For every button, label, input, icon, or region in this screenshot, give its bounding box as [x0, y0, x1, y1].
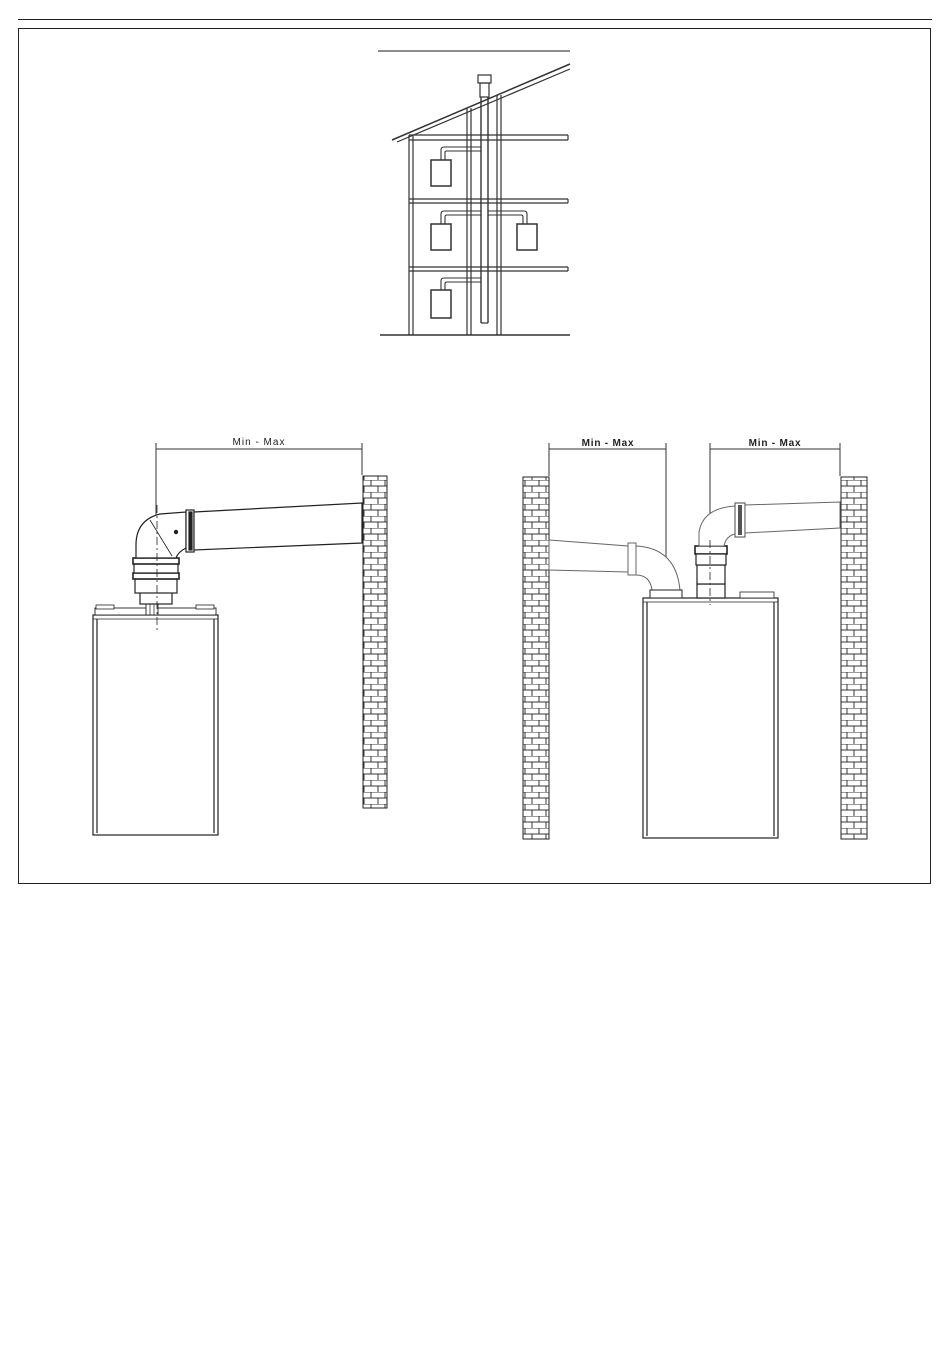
- right-dimension-label-a: Min - Max: [582, 438, 635, 449]
- right-boiler: [643, 592, 778, 838]
- right-dimension-label-b: Min - Max: [749, 438, 802, 449]
- boiler-ground: [431, 290, 451, 318]
- chimney-terminal: [480, 83, 489, 97]
- right-installation: Min - Max Min - Max: [523, 438, 867, 839]
- chimney-cap: [478, 75, 491, 83]
- building-boilers: [431, 160, 537, 318]
- right-brick-wall-left: [523, 477, 549, 839]
- boiler-top-floor: [431, 160, 451, 186]
- right-brick-wall-right: [841, 477, 867, 839]
- left-brick-wall: [363, 476, 387, 808]
- right-left-flue: [549, 540, 682, 598]
- left-boiler: [93, 603, 218, 835]
- boiler-mid-left: [431, 224, 451, 250]
- left-installation: Min - Max: [93, 437, 387, 835]
- right-right-flue: [695, 502, 840, 598]
- left-horizontal-flue: [186, 503, 362, 552]
- building-flue-connectors: [441, 147, 527, 290]
- left-flue-stack: [133, 558, 179, 604]
- left-dimension-label: Min - Max: [233, 437, 286, 448]
- building-section: [378, 51, 570, 335]
- boiler-mid-right: [517, 224, 537, 250]
- left-flue-elbow: [136, 512, 186, 558]
- roof-line-inner: [397, 69, 570, 142]
